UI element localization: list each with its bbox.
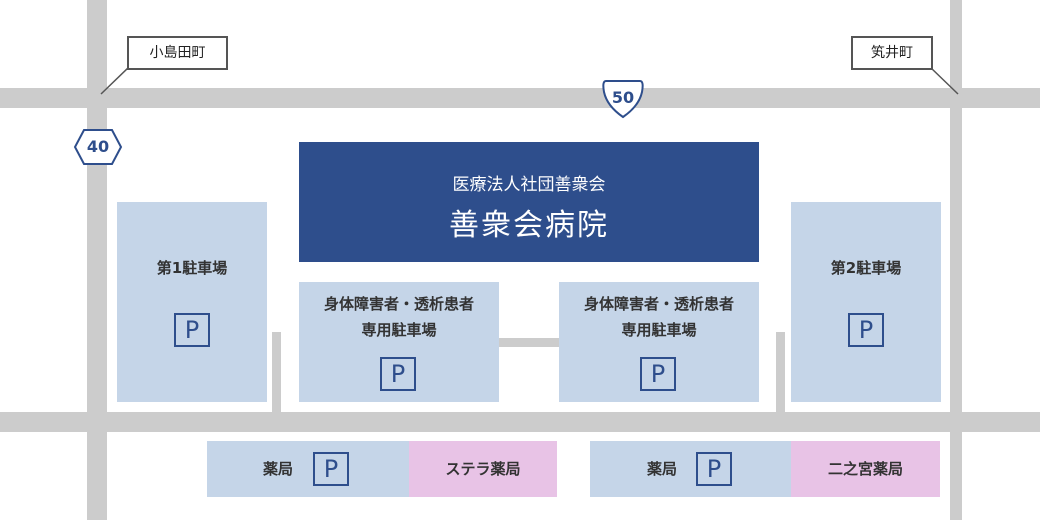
- accessible-parking-right: 身体障害者・透析患者 専用駐車場 P: [559, 282, 759, 402]
- parking-icon: P: [848, 313, 884, 347]
- accessible-parking-right-line1: 身体障害者・透析患者: [583, 295, 734, 313]
- accessible-parking-left-line2: 専用駐車場: [361, 321, 437, 339]
- route-50-marker: 50: [602, 78, 644, 120]
- hospital-building: 医療法人社団善衆会 善衆会病院: [299, 142, 759, 262]
- hospital-corporation-name: 医療法人社団善衆会: [452, 175, 606, 195]
- parking-icon: P: [380, 357, 416, 391]
- place-label-kojimada: 小島田町: [127, 36, 228, 70]
- parking-icon: P: [174, 313, 210, 347]
- parking-lot-2: 第2駐車場 P: [791, 202, 941, 402]
- road-bottom-horizontal: [0, 412, 1040, 432]
- pharmacy-parking-right: 薬局 P: [590, 441, 791, 497]
- pharmacy-parking-right-label: 薬局: [647, 460, 678, 478]
- parking-icon: P: [696, 452, 732, 486]
- driveway-right: [776, 332, 785, 414]
- route-40-marker: 40: [73, 128, 123, 166]
- parking-lot-1: 第1駐車場 P: [117, 202, 267, 402]
- stella-pharmacy-label: ステラ薬局: [445, 460, 521, 478]
- accessible-parking-left-line1: 身体障害者・透析患者: [323, 295, 474, 313]
- pharmacy-parking-left: 薬局 P: [207, 441, 409, 497]
- parking-lot-2-label: 第2駐車場: [830, 259, 902, 277]
- route-40-number: 40: [86, 137, 110, 156]
- pharmacy-parking-left-label: 薬局: [263, 460, 294, 478]
- accessible-parking-right-line2: 専用駐車場: [621, 321, 697, 339]
- road-left-vertical: [87, 0, 107, 520]
- route-50-number: 50: [611, 88, 635, 107]
- parking-icon: P: [313, 452, 349, 486]
- road-right-vertical: [950, 0, 962, 520]
- parking-lot-1-label: 第1駐車場: [156, 259, 228, 277]
- connector-center: [498, 338, 560, 347]
- stella-pharmacy: ステラ薬局: [409, 441, 557, 497]
- road-top-horizontal: [0, 88, 1040, 108]
- parking-icon: P: [640, 357, 676, 391]
- ninomiya-pharmacy-label: 二之宮薬局: [827, 460, 903, 478]
- place-label-kojimada-text: 小島田町: [149, 45, 206, 61]
- accessible-parking-left: 身体障害者・透析患者 専用駐車場 P: [299, 282, 499, 402]
- ninomiya-pharmacy: 二之宮薬局: [791, 441, 940, 497]
- place-label-utsubui: 笂井町: [851, 36, 933, 70]
- driveway-left: [272, 332, 281, 414]
- place-label-utsubui-text: 笂井町: [871, 45, 913, 61]
- hospital-name: 善衆会病院: [449, 208, 609, 243]
